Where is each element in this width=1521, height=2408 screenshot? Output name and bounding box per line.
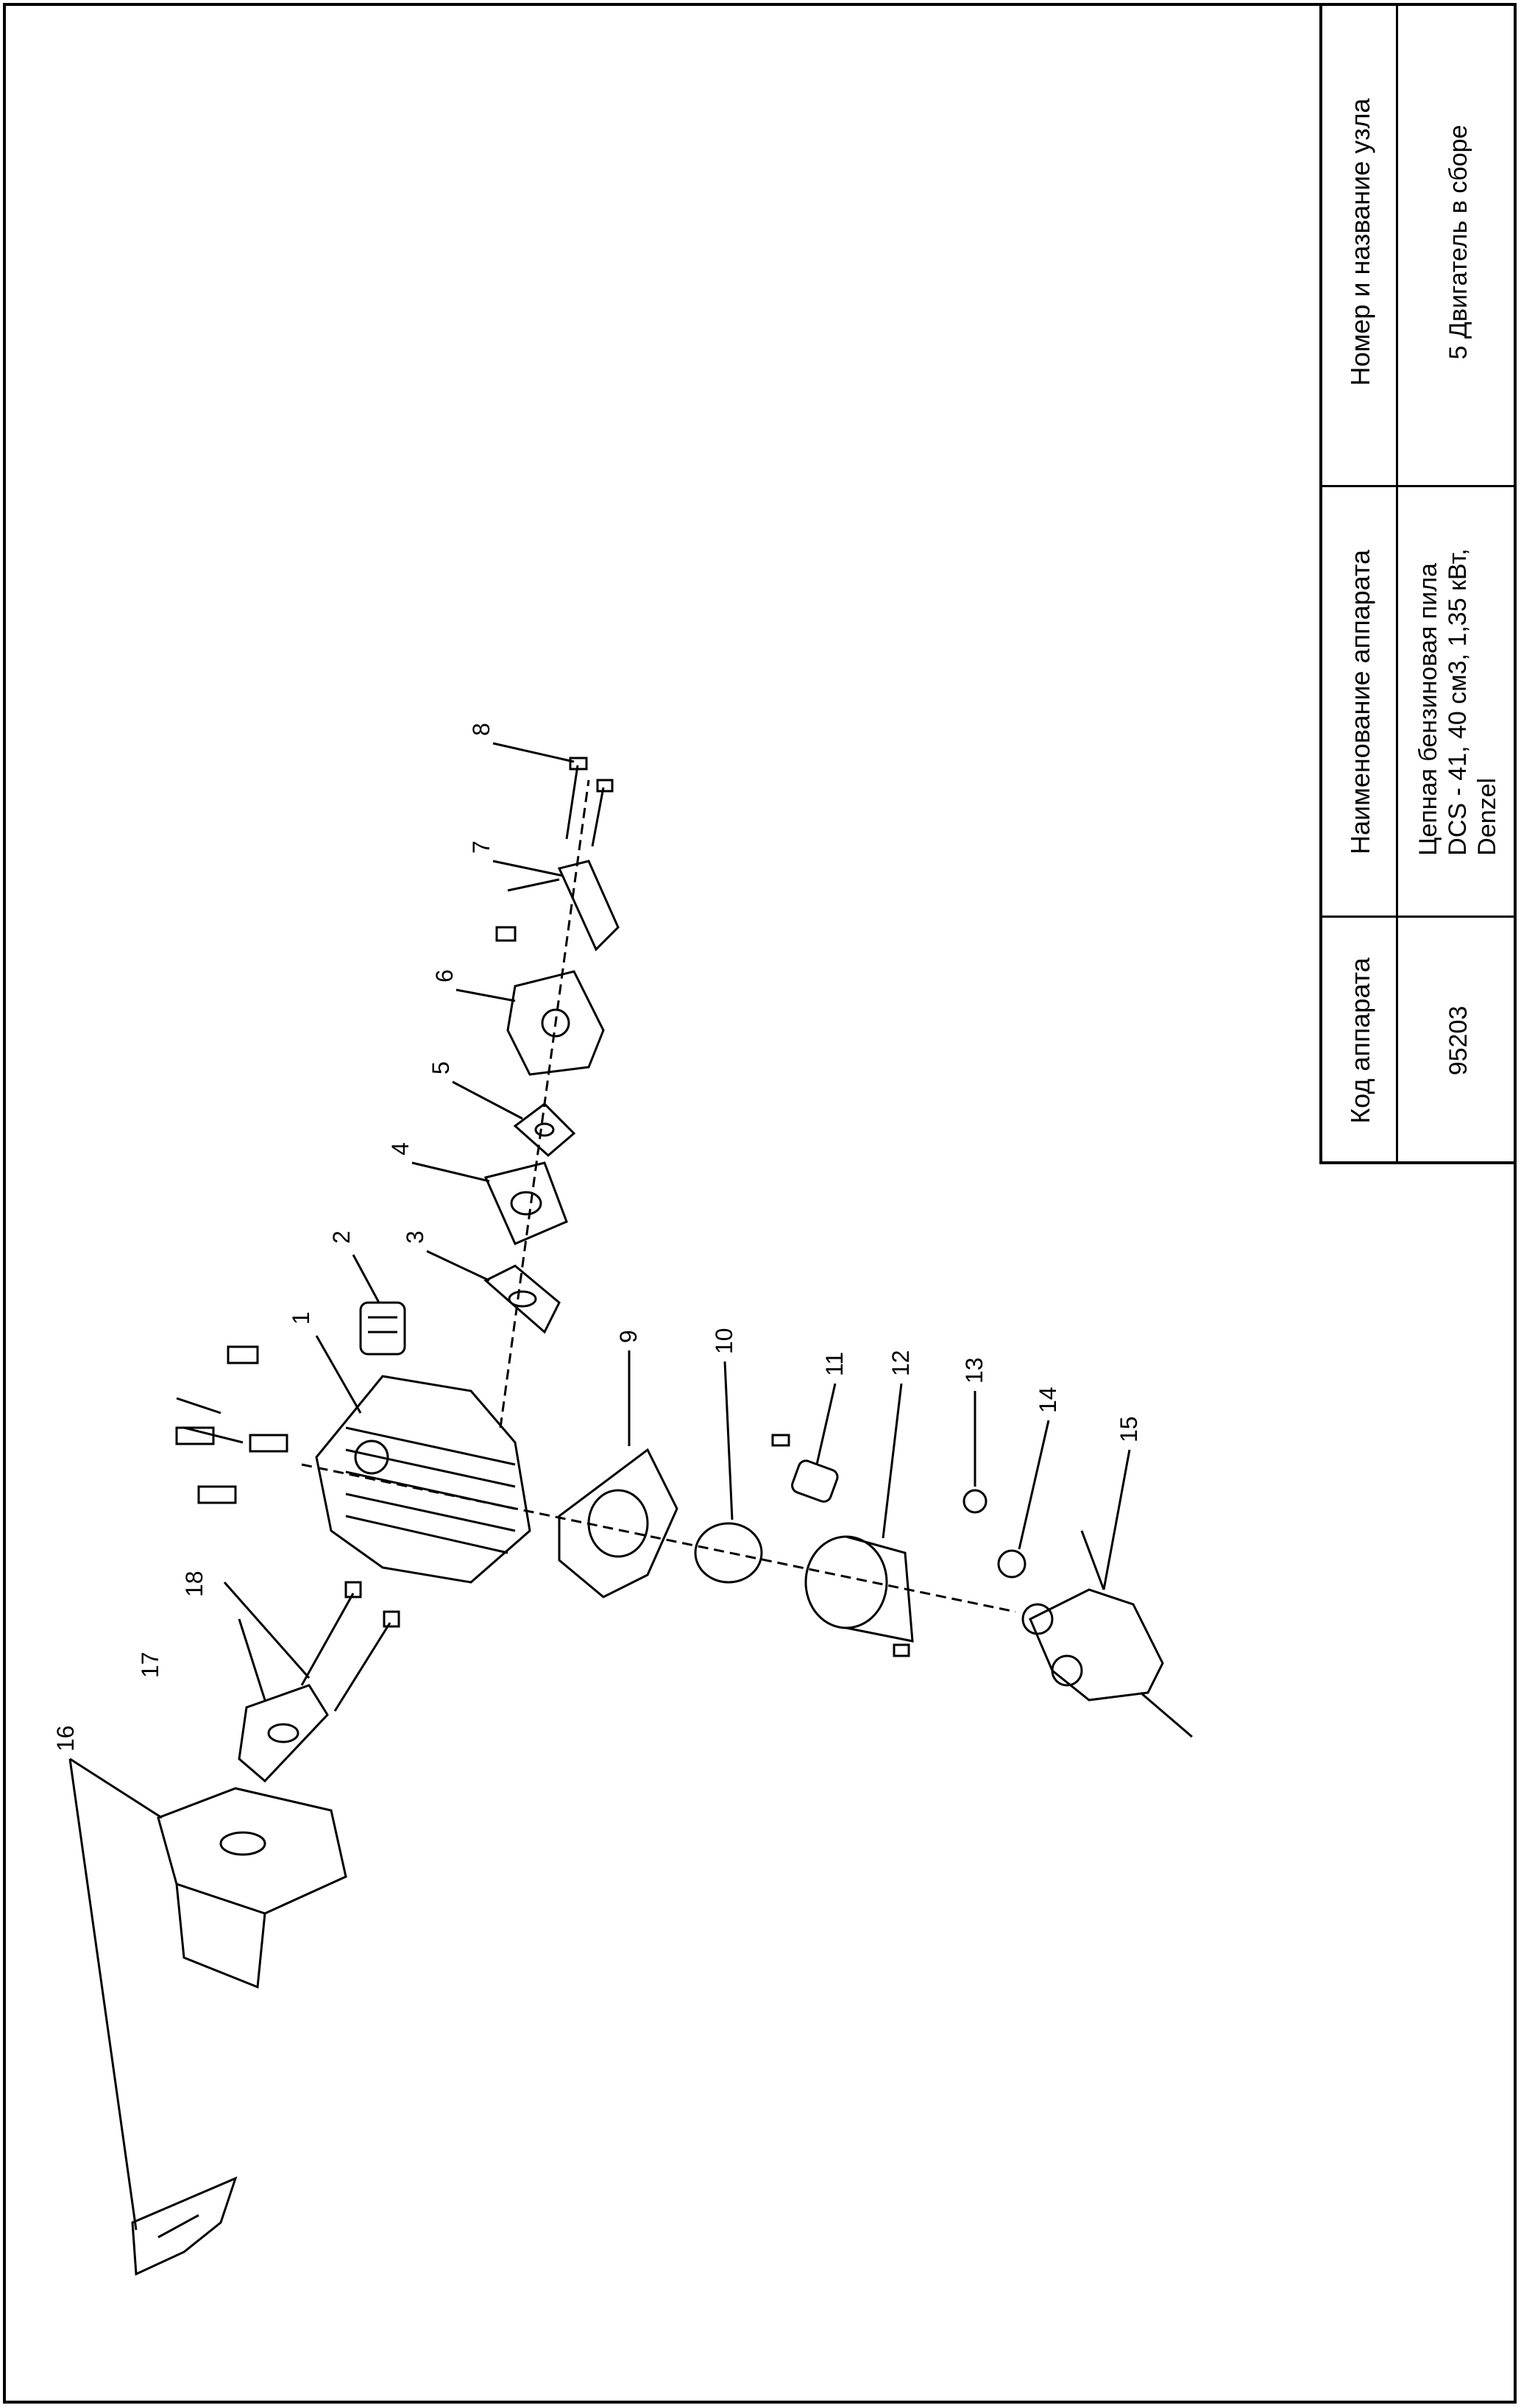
callout-2: 2: [328, 1230, 355, 1244]
part-6-carburetor: [506, 970, 605, 1076]
part-12-piston: [804, 1535, 914, 1657]
callout-14: 14: [1035, 1387, 1061, 1413]
callout-11: 11: [821, 1352, 848, 1376]
part-10-ring: [694, 1522, 763, 1584]
part-7-choke-lever: [495, 860, 620, 952]
callout-4: 4: [387, 1142, 414, 1155]
callout-1: 1: [288, 1311, 314, 1325]
callout-17: 17: [137, 1651, 163, 1678]
part-1-cylinder: [175, 1345, 531, 1584]
part-4-manifold: [483, 1161, 568, 1245]
callout-10: 10: [711, 1328, 737, 1354]
part-11-pin: [771, 1434, 839, 1503]
callout-16: 16: [52, 1725, 79, 1752]
title-block-table: Код аппарата Наименование аппарата Номер…: [1319, 3, 1517, 1164]
part-8-screws: [565, 757, 614, 847]
callout-9: 9: [615, 1330, 642, 1343]
callout-7: 7: [468, 840, 494, 854]
part-16-muffler: [131, 1787, 347, 2276]
part-3-gasket: [483, 1264, 561, 1334]
table-column-divider: [1396, 3, 1398, 1161]
callout-13: 13: [961, 1357, 988, 1384]
leader-lines: [68, 742, 1131, 2231]
part-18-bolts: [300, 1581, 400, 1712]
callout-6: 6: [431, 969, 458, 982]
part-15-crankshaft: [1021, 1530, 1193, 1738]
table-row-divider: [1322, 485, 1517, 487]
part-9-crankcase-gasket: [558, 1448, 678, 1598]
part-17-gasket: [238, 1684, 329, 1783]
part-13-bearing: [962, 1489, 988, 1514]
callout-8: 8: [468, 723, 494, 736]
table-row-divider: [1322, 916, 1517, 918]
callout-15: 15: [1116, 1416, 1142, 1442]
callout-18: 18: [181, 1570, 208, 1597]
page-frame: [3, 3, 1517, 2404]
callout-3: 3: [402, 1230, 428, 1244]
part-5-gasket: [513, 1102, 576, 1157]
part-14-bearing: [997, 1549, 1027, 1579]
callout-12: 12: [887, 1350, 914, 1376]
part-2-spark-plug: [359, 1301, 406, 1356]
callout-5: 5: [428, 1061, 454, 1074]
